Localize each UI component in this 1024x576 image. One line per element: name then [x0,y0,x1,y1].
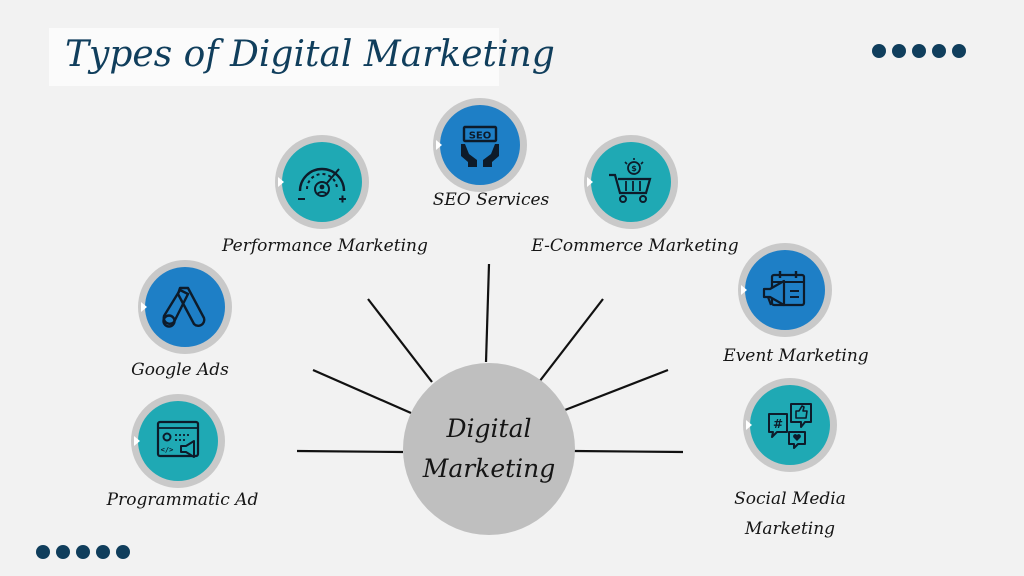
connector-social [573,449,684,454]
seo-hands-icon: SEO [461,125,499,167]
label-performance-marketing: Performance Marketing [222,236,428,256]
title-box: Types of Digital Marketing [49,28,555,86]
node-seo-services: SEO [433,98,527,192]
decor-dots-top [872,44,966,58]
label-social-media-line1: Social Media [734,489,846,509]
label-programmatic-ad: Programmatic Ad [106,490,259,510]
svg-text:SEO: SEO [469,131,492,142]
connector-google-ads [312,368,412,415]
ad-dashboard-icon: </> [156,420,200,458]
label-seo-services: SEO Services [432,190,550,210]
connector-ecommerce [538,298,604,383]
google-ads-icon [162,286,206,328]
connector-event [564,368,669,412]
shopping-cart-icon: $ [609,158,652,203]
gauge-icon [298,167,346,203]
megaphone-calendar-icon [762,271,806,307]
label-ecommerce-marketing: E-Commerce Marketing [531,236,739,256]
node-ecommerce-marketing: $ [584,135,678,229]
hub-line2: Marketing [422,454,556,483]
decor-dots-bottom [36,545,130,559]
connector-performance [367,298,433,383]
node-social-media-marketing: # [743,378,837,472]
page-title: Types of Digital Marketing [65,34,555,75]
node-performance-marketing [275,135,369,229]
node-programmatic-ad: </> [131,394,225,488]
svg-text:#: # [773,417,783,431]
label-google-ads: Google Ads [131,360,229,380]
node-google-ads [138,260,232,354]
social-chat-icon: # [768,403,812,449]
connector-seo [484,263,491,363]
svg-text:</>: </> [161,446,174,454]
connector-programmatic [296,449,404,454]
hub-digital-marketing: Digital Marketing [403,363,575,535]
label-social-media-line2: Marketing [744,519,836,539]
svg-text:$: $ [631,164,637,173]
label-event-marketing: Event Marketing [723,346,869,366]
node-event-marketing [738,243,832,337]
label-social-media-marketing: Social Media Marketing [720,484,860,544]
hub-line1: Digital [446,414,532,443]
